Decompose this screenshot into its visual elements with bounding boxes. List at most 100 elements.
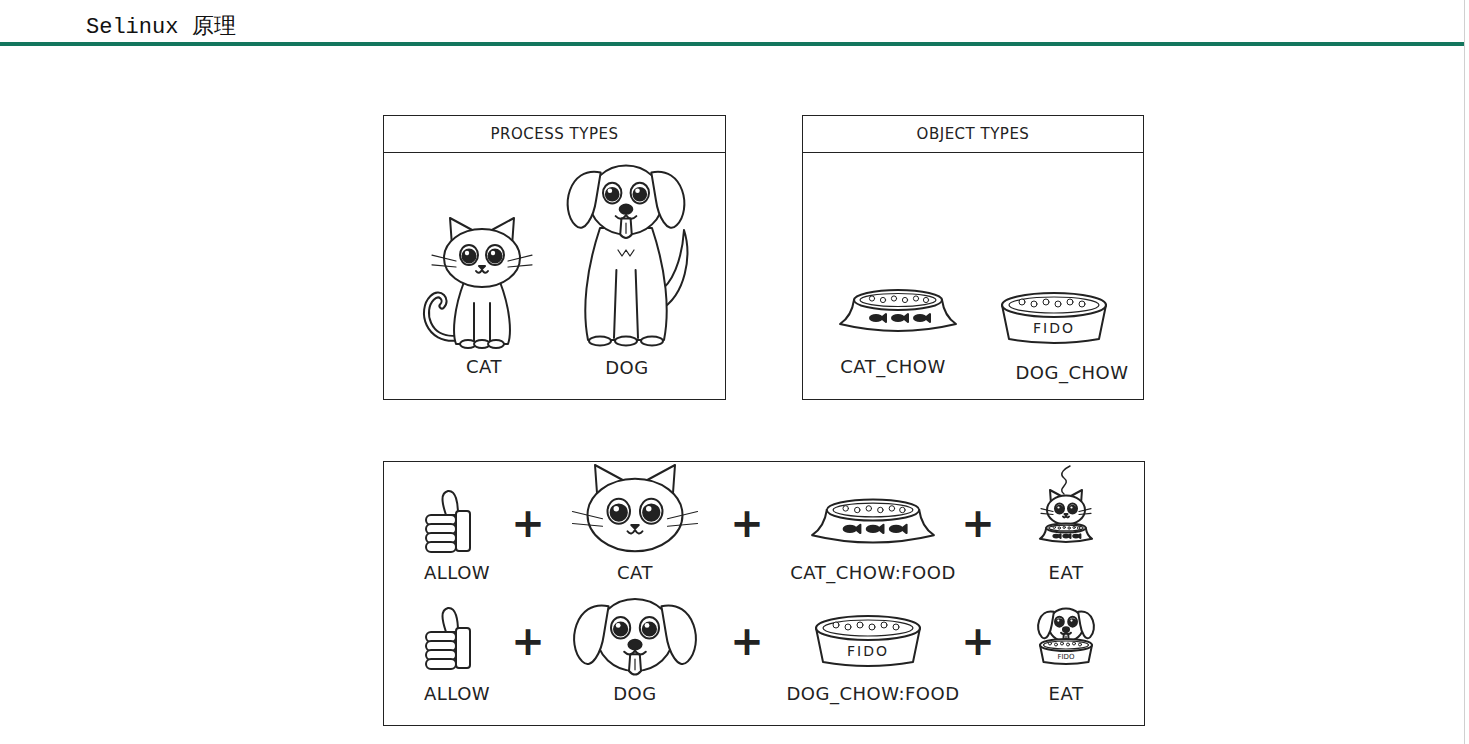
kibble — [866, 506, 871, 511]
bowl-rim — [1046, 524, 1086, 533]
dog-eye — [611, 617, 630, 639]
cat-whisker — [668, 524, 698, 527]
figure-label: CAT_CHOW — [840, 357, 946, 378]
dog-nose — [628, 640, 641, 650]
cat-head — [1047, 496, 1085, 525]
cat-whisker — [508, 255, 532, 261]
kibble — [900, 507, 905, 512]
dog-ear — [651, 172, 684, 228]
fish-tail — [881, 314, 886, 322]
dog-pupil — [1056, 619, 1062, 625]
kibble — [1055, 301, 1061, 307]
cat-whisker — [1041, 509, 1053, 512]
tongue-line — [634, 659, 635, 670]
figure-label: EAT — [1049, 563, 1084, 584]
dog-eye — [603, 183, 621, 204]
bowl-inner — [1009, 297, 1099, 313]
kibble — [1049, 642, 1052, 645]
cat-leg — [489, 303, 491, 342]
kibble — [881, 622, 887, 628]
kibble — [1067, 299, 1073, 305]
fish-tail — [855, 525, 860, 533]
cat-pupil — [1069, 506, 1076, 513]
cat-whisker — [1041, 513, 1053, 514]
kibble — [1058, 527, 1060, 529]
cat-eye — [460, 245, 478, 265]
kibble — [1068, 527, 1070, 529]
eye-glint — [465, 251, 469, 255]
kibble — [889, 506, 894, 511]
eye-glint — [1057, 620, 1059, 622]
fish-tail — [878, 525, 883, 533]
figure-label: EAT — [1049, 684, 1084, 705]
finger — [426, 659, 456, 669]
cat-head — [444, 229, 520, 287]
dog-leg — [636, 270, 638, 338]
kibble — [1077, 527, 1079, 529]
kibble — [1079, 643, 1082, 646]
dog-nose — [1063, 627, 1069, 631]
kibble — [1073, 526, 1075, 528]
panel-heading: PROCESS TYPES — [491, 125, 619, 143]
dog-fur — [618, 250, 634, 256]
cat-nose — [479, 266, 485, 269]
kibble — [1063, 526, 1065, 528]
dog-paw — [641, 337, 663, 346]
panel-header: PROCESS TYPES — [384, 116, 725, 153]
cat-mouth — [628, 530, 643, 533]
kibble — [1053, 526, 1055, 528]
kibble — [878, 507, 883, 512]
drawings — [426, 166, 1106, 675]
dog-ear — [1078, 611, 1094, 638]
figure-label: DOG_CHOW:FOOD — [786, 684, 959, 705]
cat-eye — [640, 499, 663, 524]
bowl-rim — [854, 290, 942, 310]
cat-bowl — [812, 500, 934, 543]
eye-glint — [491, 251, 495, 255]
dog-body — [585, 228, 666, 340]
dog-mouth — [624, 651, 646, 655]
figure-label: CAT — [617, 563, 653, 584]
kibble — [891, 296, 896, 301]
dog-eye — [1068, 617, 1077, 627]
kibble — [880, 297, 885, 302]
bowl-inner — [860, 294, 936, 307]
plus-sign: + — [511, 503, 545, 543]
cat-nose — [631, 525, 639, 529]
plus-sign: + — [730, 621, 764, 661]
cat-whisker — [432, 255, 456, 261]
dog-ear — [661, 605, 695, 664]
dog-paw — [615, 337, 637, 346]
eating-dog — [1038, 609, 1094, 665]
eye-glint — [1057, 506, 1059, 508]
dog-pupil — [633, 188, 646, 201]
plus-sign: + — [961, 621, 995, 661]
dog-ear — [1038, 611, 1054, 638]
figure-label: CAT_CHOW:FOOD — [790, 563, 956, 584]
kibble — [869, 296, 874, 301]
cat-eye — [486, 245, 504, 265]
thumbs-up — [426, 608, 470, 669]
eye-glint — [1070, 506, 1072, 508]
cat-figure — [426, 218, 532, 348]
dog-pupil — [643, 622, 656, 635]
kibble — [1019, 299, 1025, 305]
bowl-inner — [833, 503, 913, 517]
figure-label: ALLOW — [424, 563, 490, 584]
dog-nose — [620, 205, 633, 214]
cat-whisker — [668, 512, 698, 519]
cat-face — [573, 465, 698, 551]
cat-leg — [473, 303, 475, 342]
figure-label: DOG — [613, 684, 656, 705]
cat-head — [588, 479, 683, 552]
cat-pupil — [643, 504, 659, 520]
dog-ear — [574, 605, 608, 664]
plus-sign: + — [961, 503, 995, 543]
dog-tongue — [629, 654, 641, 674]
steam — [1062, 466, 1070, 494]
eye-glint — [635, 189, 640, 194]
fish-tail — [1058, 534, 1060, 538]
bowl-inner — [823, 620, 913, 636]
page-edge — [1464, 0, 1465, 744]
